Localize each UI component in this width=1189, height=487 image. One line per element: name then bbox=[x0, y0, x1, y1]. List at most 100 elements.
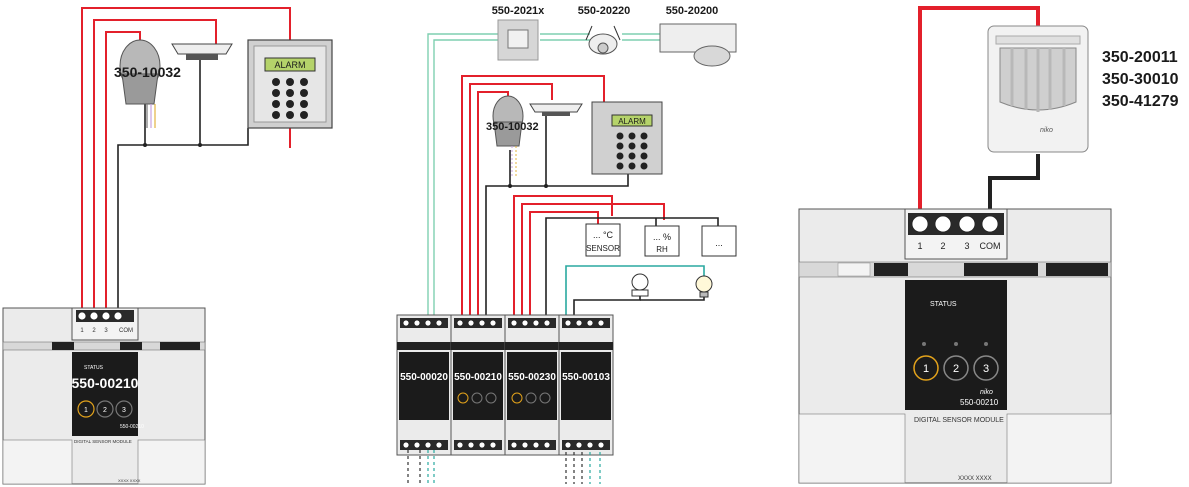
label-d3-code3: 350-41279 bbox=[1102, 93, 1179, 110]
keypad-key bbox=[628, 152, 636, 160]
d3-wire-black bbox=[988, 154, 1040, 215]
module-d2-m4: 550-00103 bbox=[558, 314, 614, 456]
d1-btn-1: 1 bbox=[84, 407, 88, 414]
temp-value: ... °C bbox=[593, 230, 614, 240]
keypad-key bbox=[300, 78, 308, 86]
keypad-key bbox=[286, 78, 294, 86]
module-d2-m2: 550-00210 bbox=[450, 314, 506, 456]
keypad-key bbox=[286, 89, 294, 97]
keypad-key bbox=[272, 89, 280, 97]
generic-sensor: ... bbox=[701, 225, 737, 257]
push-button-550-2021x bbox=[497, 19, 539, 61]
blank-value: ... bbox=[715, 238, 723, 248]
label-d2-top2: 550-20220 bbox=[578, 5, 631, 17]
d1-term-2: 2 bbox=[92, 328, 96, 334]
label-d2-top3: 550-20200 bbox=[666, 5, 719, 17]
label-d1-sensor: 350-10032 bbox=[114, 64, 181, 80]
label-d1-module: 550-00210 bbox=[72, 375, 139, 391]
d1-panel-code: 550-00210 bbox=[120, 424, 144, 430]
keypad-key bbox=[272, 78, 280, 86]
d1-term-1: 1 bbox=[80, 328, 84, 334]
wire-red-2 bbox=[93, 19, 217, 312]
d3-pir-sensor: niko bbox=[987, 25, 1089, 153]
diagram-3: niko 350-20011 350-30010 350-41279 1 2 3… bbox=[798, 6, 1179, 484]
keypad-key bbox=[300, 100, 308, 108]
label-d3-code2: 350-30010 bbox=[1102, 71, 1179, 88]
keypad-key bbox=[628, 142, 636, 150]
d1-status: STATUS bbox=[84, 365, 104, 371]
keypad-display: ALARM bbox=[274, 60, 305, 70]
label-d2-m1: 550-00020 bbox=[400, 372, 448, 383]
d2-wire-red-1 bbox=[461, 75, 605, 315]
d1-term-com: COM bbox=[119, 328, 133, 334]
d3-btn-3: 3 bbox=[983, 363, 989, 375]
d3-btn-1: 1 bbox=[923, 363, 929, 375]
wire-common bbox=[117, 56, 201, 312]
keypad-key bbox=[286, 111, 294, 119]
d1-serial: XXXX XXXX bbox=[118, 478, 141, 483]
keypad-key bbox=[286, 100, 294, 108]
d1-btn-2: 2 bbox=[103, 407, 107, 414]
d2-keypad-display: ALARM bbox=[618, 117, 646, 126]
d2-alarm-keypad: ALARM bbox=[591, 101, 663, 175]
keypad-key bbox=[616, 152, 624, 160]
d3-btn-2: 2 bbox=[953, 363, 959, 375]
module-d2-m3: 550-00230 bbox=[504, 314, 560, 456]
outdoor-sensor-550-20200 bbox=[659, 23, 737, 67]
d1-btn-3: 3 bbox=[122, 407, 126, 414]
module-d2-m1: 550-00020 bbox=[396, 314, 452, 456]
ceiling-sensor-550-20220 bbox=[585, 25, 621, 55]
d3-wire-red bbox=[918, 6, 1040, 215]
diagram-2: 550-2021x 550-20220 550-20200 bbox=[396, 5, 737, 484]
keypad-key bbox=[640, 152, 648, 160]
keypad-key bbox=[300, 89, 308, 97]
keypad-key bbox=[628, 132, 636, 140]
keypad-key bbox=[616, 142, 624, 150]
pir-sensor bbox=[119, 39, 161, 128]
d2-smoke-detector bbox=[529, 103, 583, 116]
rh-value: ... % bbox=[653, 232, 671, 242]
d3-sensor-brand: niko bbox=[1040, 127, 1053, 134]
humidity-sensor: ... % RH bbox=[644, 225, 680, 257]
d3-term-com: COM bbox=[980, 241, 1001, 251]
diagram-1: 350-10032 ALARM 1 2 3 COM bbox=[2, 7, 333, 485]
d3-brand: niko bbox=[980, 389, 993, 396]
keypad-key bbox=[640, 142, 648, 150]
d3-serial: XXXX XXXX bbox=[958, 476, 992, 482]
d1-product: DIGITAL SENSOR MODULE bbox=[74, 439, 132, 444]
light-bulb-output bbox=[695, 275, 713, 298]
module-d3: 1 2 3 COM STATUS 1 2 3 niko 550-00210 DI… bbox=[798, 208, 1112, 484]
d3-product: DIGITAL SENSOR MODULE bbox=[914, 417, 1004, 424]
label-d2-m4: 550-00103 bbox=[562, 372, 610, 383]
smoke-detector bbox=[171, 43, 233, 60]
keypad-key bbox=[616, 132, 624, 140]
d3-panel-code: 550-00210 bbox=[960, 398, 999, 407]
d3-term-3: 3 bbox=[964, 241, 969, 251]
label-d3-code1: 350-20011 bbox=[1102, 49, 1178, 66]
label-d2-sensor: 350-10032 bbox=[486, 121, 539, 133]
d2-modules: 550-00020 550-00210 550-00230 550-00103 bbox=[396, 314, 614, 456]
d3-term-2: 2 bbox=[940, 241, 945, 251]
d1-term-3: 3 bbox=[104, 328, 108, 334]
keypad-key bbox=[640, 162, 648, 170]
label-d2-top1: 550-2021x bbox=[492, 5, 545, 17]
keypad-key bbox=[640, 132, 648, 140]
bus-wire-b bbox=[433, 39, 498, 315]
bell-output bbox=[631, 273, 649, 297]
label-d2-m3: 550-00230 bbox=[508, 372, 556, 383]
keypad-key bbox=[616, 162, 624, 170]
module-d1: 1 2 3 COM STATUS 550-00210 1 2 3 550-002… bbox=[2, 307, 206, 485]
keypad-key bbox=[300, 111, 308, 119]
d3-status: STATUS bbox=[930, 301, 957, 308]
temp-label: SENSOR bbox=[586, 244, 620, 253]
temperature-sensor: ... °C SENSOR bbox=[585, 223, 621, 257]
keypad-key bbox=[272, 111, 280, 119]
alarm-keypad: ALARM bbox=[247, 39, 333, 129]
label-d2-m2: 550-00210 bbox=[454, 372, 502, 383]
rh-label: RH bbox=[656, 245, 668, 254]
d3-term-1: 1 bbox=[917, 241, 922, 251]
wire-common-keypad bbox=[200, 128, 249, 146]
d2-wire-common bbox=[485, 172, 629, 315]
keypad-key bbox=[272, 100, 280, 108]
